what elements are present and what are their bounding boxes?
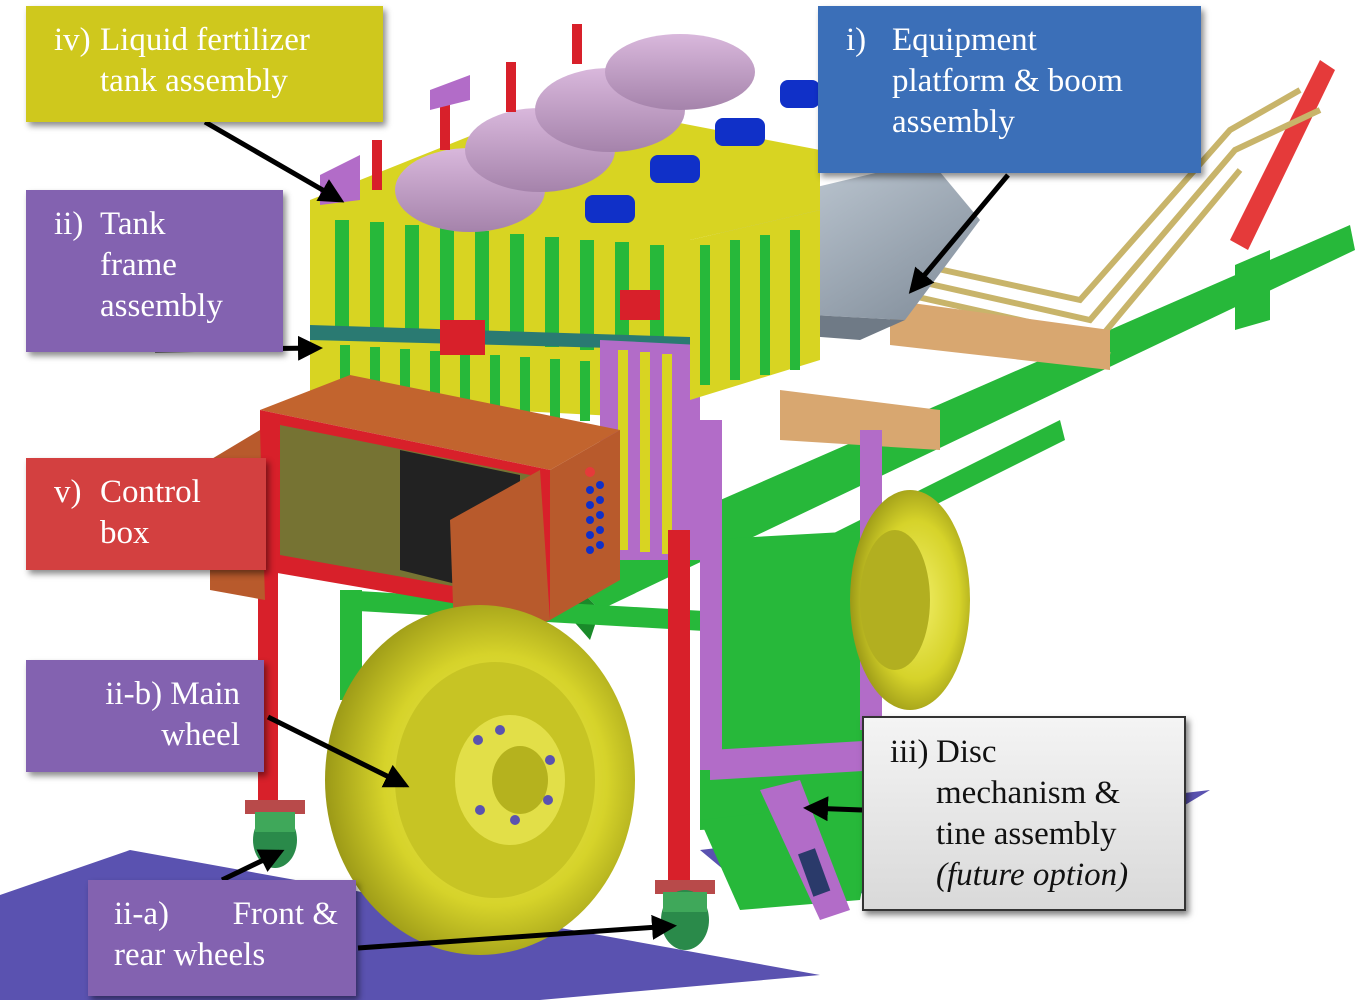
caster-wheels xyxy=(253,812,709,950)
label-note: (future option) xyxy=(936,857,1129,893)
liquid-tanks xyxy=(320,24,820,232)
main-wheel xyxy=(325,605,635,955)
label-line: Tank xyxy=(100,206,166,242)
label-line: box xyxy=(100,515,150,551)
label-line: Liquid fertilizer xyxy=(100,22,310,58)
tine-assembly xyxy=(760,780,850,920)
label-number: i) xyxy=(846,22,867,58)
label-number: ii-b) xyxy=(105,676,163,712)
label-equipment-platform: i) Equipment platform & boom assembly xyxy=(818,6,1201,173)
label-front-rear-wheels: ii-a) Front & rear wheels xyxy=(88,880,356,996)
label-number: iii) xyxy=(890,734,929,770)
label-line: frame xyxy=(100,247,177,283)
rear-main-wheel xyxy=(850,490,970,710)
label-line: wheel xyxy=(161,717,240,753)
label-line: tank assembly xyxy=(100,63,288,99)
label-line: platform & boom xyxy=(892,63,1123,99)
label-line: Front & xyxy=(232,896,338,932)
label-line: rear wheels xyxy=(114,937,266,973)
label-line: tine assembly xyxy=(936,816,1117,852)
label-line: assembly xyxy=(100,288,223,324)
label-number: ii-a) xyxy=(114,896,169,932)
label-line: assembly xyxy=(892,104,1015,140)
label-tank-frame: ii) Tank frame assembly xyxy=(26,190,283,352)
control-box xyxy=(210,375,620,660)
label-line: Main xyxy=(170,676,240,712)
label-line: Equipment xyxy=(892,22,1037,58)
label-control-box: v) Control box xyxy=(26,458,266,570)
label-line: Control xyxy=(100,474,201,510)
label-main-wheel: ii-b) Main wheel xyxy=(26,660,264,772)
label-number: iv) xyxy=(54,22,91,58)
label-disc-mechanism: iii) Disc mechanism & tine assembly (fut… xyxy=(862,716,1186,911)
label-number: v) xyxy=(54,474,82,510)
label-number: ii) xyxy=(54,206,84,242)
label-line: Disc xyxy=(936,734,997,770)
label-line: mechanism & xyxy=(936,775,1121,811)
label-liquid-fertilizer-tank: iv) Liquid fertilizer tank assembly xyxy=(26,6,383,122)
